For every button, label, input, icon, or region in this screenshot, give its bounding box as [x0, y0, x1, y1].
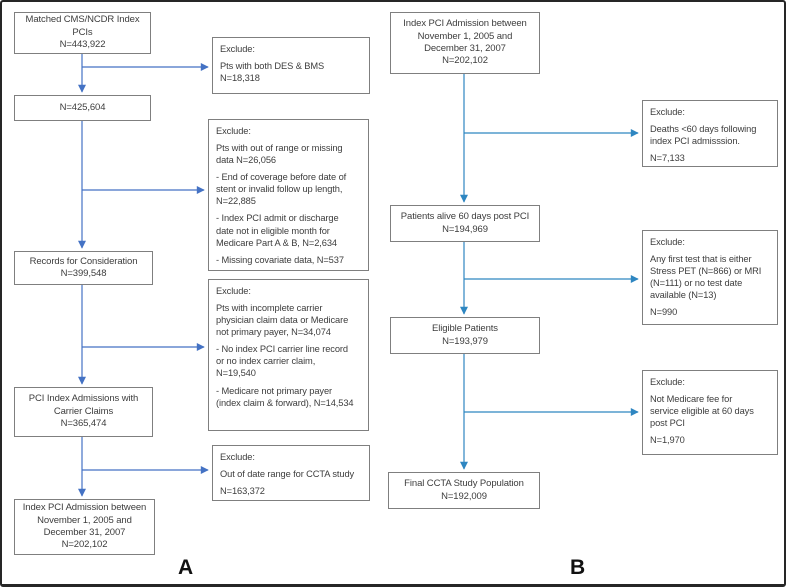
exclude-label: Exclude:	[650, 377, 685, 387]
node-index-pci-admission-panel-a: Index PCI Admission between November 1, …	[14, 499, 155, 555]
exclude-text: - End of coverage before date of stent o…	[216, 172, 347, 207]
exclude-text: N=1,970	[650, 435, 685, 446]
exclude-label: Exclude:	[220, 452, 255, 462]
exclude-out-of-date-range-ccta: Exclude: Out of date range for CCTA stud…	[212, 445, 370, 501]
panel-label-b: B	[570, 556, 586, 579]
exclude-text: Out of date range for CCTA study	[220, 469, 355, 480]
exclude-text: Pts with incomplete carrier physician cl…	[216, 303, 349, 338]
exclude-text: Pts with out of range or missing data N=…	[216, 143, 343, 166]
exclude-label: Exclude:	[216, 286, 251, 296]
exclude-deaths-60-days: Exclude: Deaths <60 days following index…	[642, 100, 778, 167]
exclude-text: N=990	[650, 307, 678, 318]
exclude-text: Deaths <60 days following index PCI admi…	[650, 124, 757, 147]
exclude-label: Exclude:	[216, 126, 251, 136]
exclude-text: N=7,133	[650, 153, 685, 164]
node-matched-cms-ncdr-index-pcis: Matched CMS/NCDR Index PCIs N=443,922	[14, 12, 151, 54]
exclude-label: Exclude:	[220, 44, 255, 54]
node-eligible-patients: Eligible Patients N=193,979	[390, 317, 540, 354]
node-final-ccta-study-population: Final CCTA Study Population N=192,009	[388, 472, 540, 509]
node-n-425604: N=425,604	[14, 95, 151, 121]
exclude-label: Exclude:	[650, 107, 685, 117]
panel-label-a: A	[178, 556, 194, 579]
exclude-des-bms: Exclude: Pts with both DES & BMS N=18,31…	[212, 37, 370, 94]
exclude-out-of-range-missing-data: Exclude: Pts with out of range or missin…	[208, 119, 369, 271]
exclude-text: - Medicare not primary payer (index clai…	[216, 385, 354, 408]
exclude-text: Pts with both DES & BMS N=18,318	[220, 61, 325, 84]
node-patients-alive-60-days: Patients alive 60 days post PCI N=194,96…	[390, 205, 540, 242]
exclude-incomplete-carrier-claims: Exclude: Pts with incomplete carrier phy…	[208, 279, 369, 431]
exclude-text: - No index PCI carrier line record or no…	[216, 344, 348, 379]
exclude-first-test-type: Exclude: Any first test that is either S…	[642, 230, 778, 325]
exclude-not-medicare-ffs: Exclude: Not Medicare fee for service el…	[642, 370, 778, 455]
node-pci-index-admissions-carrier-claims: PCI Index Admissions with Carrier Claims…	[14, 387, 153, 437]
exclude-text: Not Medicare fee for service eligible at…	[650, 394, 754, 429]
exclude-text: N=163,372	[220, 486, 265, 497]
node-records-for-consideration: Records for Consideration N=399,548	[14, 251, 153, 285]
connectors-panel-b	[460, 74, 639, 470]
connectors-panel-a	[78, 54, 209, 497]
node-index-pci-admission-panel-b: Index PCI Admission between November 1, …	[390, 12, 540, 74]
exclude-text: - Index PCI admit or discharge date not …	[216, 213, 339, 248]
exclude-text: Any first test that is either Stress PET…	[650, 254, 762, 301]
exclude-text: - Missing covariate data, N=537	[216, 254, 344, 265]
exclude-label: Exclude:	[650, 237, 685, 247]
